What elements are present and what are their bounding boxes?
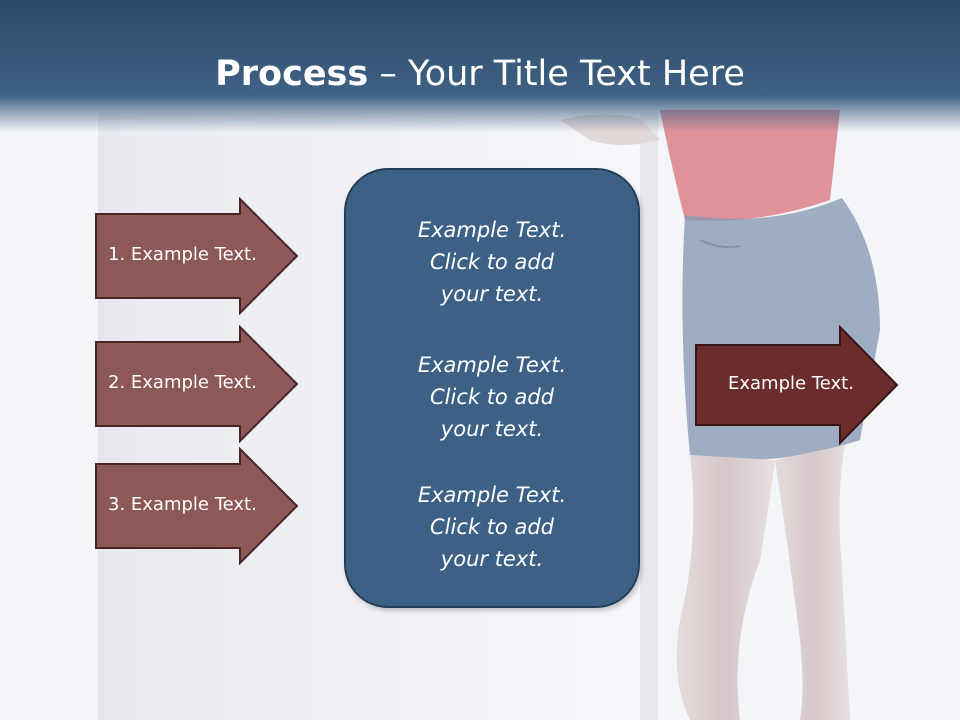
step-label-3: 3. Example Text. bbox=[108, 494, 257, 515]
step-arrow-3[interactable]: 3. Example Text. bbox=[94, 447, 300, 565]
result-label: Example Text. bbox=[728, 373, 854, 394]
title-bar bbox=[0, 0, 960, 132]
center-paragraph-1: Example Text. Click to add your text. bbox=[417, 218, 567, 306]
center-text-box[interactable]: Example Text. Click to add your text. Ex… bbox=[344, 168, 640, 608]
step-label-1: 1. Example Text. bbox=[108, 244, 257, 265]
arrow-right-icon bbox=[95, 197, 299, 315]
step-label-2: 2. Example Text. bbox=[108, 372, 257, 393]
center-paragraph-3: Example Text. Click to add your text. bbox=[417, 483, 567, 571]
result-arrow[interactable]: Example Text. bbox=[694, 325, 900, 445]
center-paragraph-2: Example Text. Click to add your text. bbox=[417, 353, 567, 441]
step-arrow-2[interactable]: 2. Example Text. bbox=[94, 325, 300, 443]
title-bold: Process bbox=[215, 54, 369, 94]
arrow-right-icon bbox=[95, 447, 299, 565]
step-arrow-1[interactable]: 1. Example Text. bbox=[94, 197, 300, 315]
arrow-right-icon bbox=[95, 325, 299, 443]
title-rest: – Your Title Text Here bbox=[368, 54, 745, 94]
arrow-right-icon bbox=[695, 325, 899, 445]
slide-title[interactable]: Process – Your Title Text Here bbox=[0, 50, 960, 98]
